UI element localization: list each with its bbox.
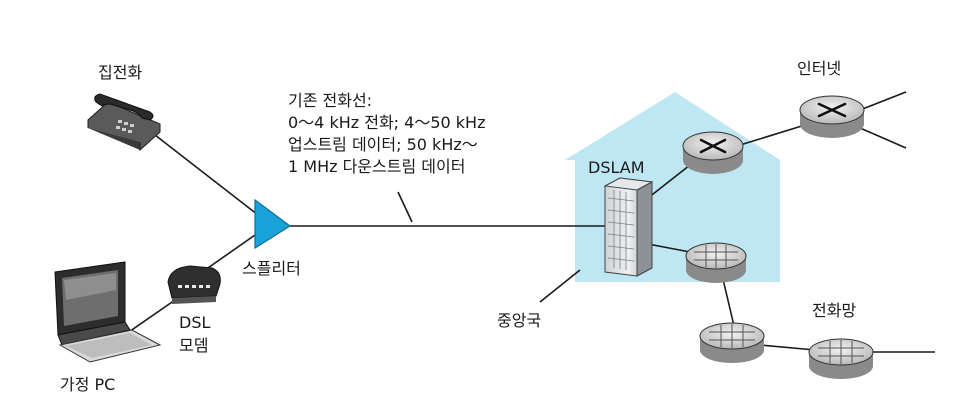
dslam-to-internet-router-line [647,164,691,199]
internet-uplink-1 [859,91,907,111]
dsl-modem-icon [167,265,221,304]
switch-icon [699,322,765,363]
central-office-leader [539,269,581,303]
switch-to-switch-line-1 [721,274,736,331]
router-to-router-line [739,124,806,146]
pc-icon [54,261,162,363]
line-annotation-leader [397,191,413,223]
telephone-icon [87,93,161,152]
router-icon [682,131,744,174]
switch-icon [685,242,747,283]
splitter-label: 스플리터 [242,259,301,278]
line-description: 기존 전화선: 0～4 kHz 전화; 4～50 kHz 업스트림 데이터; 5… [288,90,485,178]
dsl-modem-label-line2: 모뎀 [179,336,209,355]
splitter-icon [254,198,292,250]
line-description-line: 업스트림 데이터; 50 kHz～ [288,135,478,154]
central-office-building [565,92,780,282]
switch-to-switch-line-2 [759,344,816,351]
phone-to-splitter-line [154,134,259,216]
line-description-line: 0～4 kHz 전화; 4～50 kHz [288,113,486,132]
dslam-icon [603,177,654,277]
connection-lines [109,91,935,353]
dsl-modem-label-line1: DSL [179,313,211,332]
line-description-line: 1 MHz 다운스트림 데이터 [288,157,466,176]
internet-label: 인터넷 [797,59,842,78]
telephone-network-label: 전화망 [812,301,857,320]
line-description-line: 기존 전화선: [288,91,373,110]
switch-icon [808,338,874,379]
dslam-label: DSLAM [588,158,645,177]
modem-to-splitter-line [204,234,256,271]
central-office-label: 중앙국 [497,311,542,330]
internet-uplink-2 [859,127,907,149]
home-pc-label: 가정 PC [60,375,116,394]
dslam-to-phone-switch-line [647,243,691,253]
router-icon [799,95,865,138]
home-phone-label: 집전화 [98,63,143,82]
